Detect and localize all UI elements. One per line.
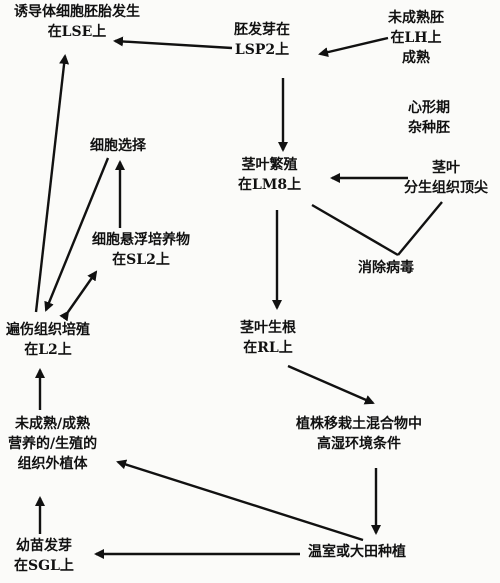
node-induce-line1: 诱导体细胞胚胎发生 (14, 4, 140, 20)
node-seedling-line2: 在SGL上 (14, 558, 74, 574)
node-explant-line1: 未成熟/成熟 (15, 416, 91, 432)
node-suspension-line1: 细胞悬浮培养物 (92, 232, 190, 248)
arrow-select-to-wound (44, 157, 110, 312)
node-induce-embryogenesis: 诱导体细胞胚胎发生 在LSE上 (14, 2, 140, 42)
node-embryo-germ-line1: 胚发芽在 (234, 22, 290, 38)
node-explant-line3: 组织外植体 (17, 456, 88, 472)
node-cell-select-line1: 细胞选择 (90, 138, 146, 154)
node-shoot-mult-line2: 在LM8上 (238, 177, 302, 193)
node-immature-line1: 未成熟胚 (388, 10, 444, 26)
node-meristem-line1: 茎叶 (432, 160, 460, 176)
node-meristem-line2: 分生组织顶尖 (404, 180, 488, 196)
node-seedling-germination: 幼苗发芽 在SGL上 (14, 536, 74, 576)
node-shoot-mult-line1: 茎叶繁殖 (241, 157, 298, 173)
node-heart-stage-embryo: 心形期 杂种胚 (408, 98, 450, 138)
node-induce-line2: 在LSE上 (47, 24, 107, 40)
node-tissue-explant: 未成熟/成熟 营养的/生殖的 组织外植体 (8, 414, 97, 474)
node-wound-tissue-culture: 遍伤组织培殖 在L2上 (6, 320, 90, 360)
line-virus-right (397, 201, 443, 256)
arrow-wound-to-induce (34, 54, 70, 313)
node-heart-line1: 心形期 (408, 100, 450, 116)
arrow-embryo-germ-to-induce (113, 36, 233, 50)
node-suspension-line2: 在SL2上 (112, 252, 170, 268)
node-cell-selection: 细胞选择 (90, 136, 146, 156)
node-shoot-rooting: 茎叶生根 在RL上 (240, 318, 296, 358)
node-plant-transplant: 植株移栽土混合物中 高湿环境条件 (296, 414, 422, 454)
arrow-root-to-transplant (287, 364, 375, 405)
node-transplant-line2: 高湿环境条件 (317, 436, 401, 452)
node-immature-line3: 成熟 (402, 50, 430, 66)
node-virus-line1: 消除病毒 (358, 260, 414, 276)
arrow-wound-suspension (59, 270, 98, 322)
line-virus-left (311, 203, 399, 257)
node-wound-line2: 在L2上 (24, 342, 72, 358)
node-wound-line1: 遍伤组织培殖 (6, 322, 90, 338)
node-immature-line2: 在LH上 (390, 30, 442, 46)
node-heart-line2: 杂种胚 (408, 120, 450, 136)
node-shoot-multiplication: 茎叶繁殖 在LM8上 (238, 155, 301, 195)
node-virus-removal: 消除病毒 (358, 258, 414, 278)
node-rooting-line2: 在RL上 (243, 340, 293, 356)
node-transplant-line1: 植株移栽土混合物中 (296, 416, 422, 432)
node-shoot-meristem: 茎叶 分生组织顶尖 (404, 158, 488, 198)
node-greenhouse-planting: 温室或大田种植 (308, 542, 406, 562)
node-explant-line2: 营养的/生殖的 (8, 436, 98, 452)
node-rooting-line1: 茎叶生根 (240, 320, 296, 336)
node-cell-suspension: 细胞悬浮培养物 在SL2上 (92, 230, 190, 270)
arrow-greenhouse-to-explant (116, 459, 364, 542)
node-seedling-line1: 幼苗发芽 (15, 538, 72, 554)
node-immature-embryo: 未成熟胚 在LH上 成熟 (388, 8, 444, 68)
node-embryo-germination: 胚发芽在 LSP2上 (234, 20, 290, 60)
node-greenhouse-line1: 温室或大田种植 (308, 544, 406, 560)
arrow-immature-to-embryo-germ (318, 36, 389, 58)
node-embryo-germ-line2: LSP2上 (234, 42, 290, 58)
